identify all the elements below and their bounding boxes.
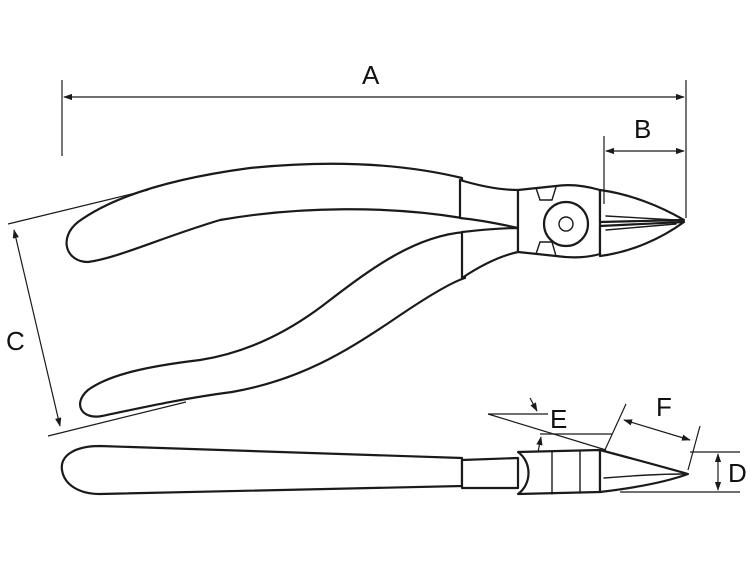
lower-handle-grip (79, 230, 467, 418)
dimension-label-e: E (550, 404, 567, 434)
edge-tip-bevel (603, 473, 685, 479)
upper-shank (458, 178, 520, 230)
joint-notch-lower (535, 241, 557, 257)
blade-bevel-line (605, 215, 677, 221)
edge-joint-block (516, 448, 602, 496)
dimension-f: F (603, 392, 701, 471)
dimension-line-c (12, 229, 62, 427)
dimension-label-b: B (634, 114, 651, 144)
reference-line (487, 413, 607, 451)
dimension-c: C (6, 229, 62, 427)
dimension-arrow-e-lower (536, 436, 543, 453)
extension-line (603, 403, 627, 453)
extension-line (687, 425, 701, 471)
dimension-line-f (623, 419, 691, 441)
pliers-side-view (7, 162, 686, 437)
edge-cutting-tip (598, 448, 690, 494)
edge-handle-body (60, 444, 464, 496)
dimension-arrow-e-upper (529, 397, 538, 412)
pivot-rivet-inner (558, 216, 574, 232)
handle-tangent-line-lower (47, 401, 187, 437)
lower-shank (460, 226, 520, 280)
joint-notch-upper (535, 186, 557, 201)
dimension-label-a: A (362, 60, 380, 90)
upper-handle-grip (65, 162, 464, 264)
dimension-label-c: C (6, 326, 25, 356)
pivot-rivet-outer (542, 200, 590, 248)
dimension-e: E (487, 397, 612, 453)
dimension-label-f: F (656, 392, 672, 422)
dimension-d: D (620, 451, 747, 493)
dimension-b: B (603, 114, 685, 204)
dimension-a: A (61, 60, 687, 218)
dimension-label-d: D (728, 458, 747, 488)
pliers-edge-view (60, 444, 690, 496)
edge-neck (460, 456, 520, 490)
handle-tangent-line-upper (7, 189, 149, 225)
upper-cutting-jaw (598, 188, 686, 224)
lower-cutting-jaw (598, 220, 686, 258)
blade-bevel-line (605, 223, 677, 231)
